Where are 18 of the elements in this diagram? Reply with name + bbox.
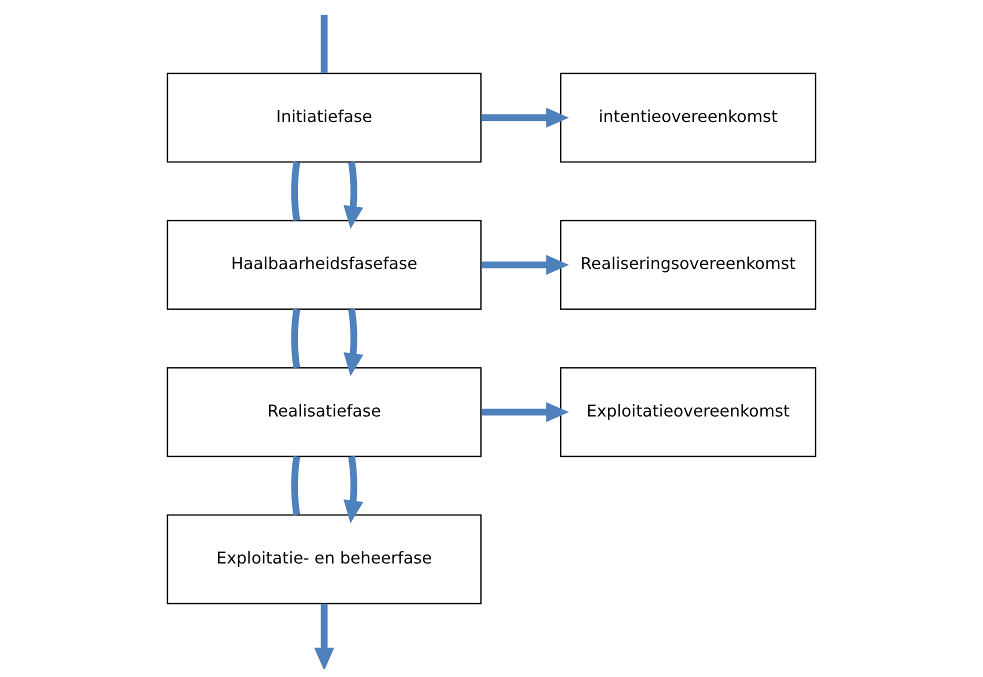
arrow [314,604,334,669]
node-box: Realisatiefase [166,367,482,458]
node-box: Exploitatie- en beheerfase [166,514,482,604]
connector [291,162,300,221]
connector [291,456,300,516]
arrow [481,108,569,128]
connector [291,308,300,368]
arrow [343,308,364,376]
node-box: Exploitatieovereenkomst [560,367,816,458]
arrow [343,162,364,229]
node-box: intentieovereenkomst [560,72,816,163]
node-box: Initiatiefase [166,72,482,163]
connector [320,14,328,74]
arrow [343,456,364,524]
node-box: Realiseringsovereenkomst [560,220,816,310]
arrow [481,254,569,275]
arrow [481,402,569,422]
node-box: Haalbaarheidsfasefase [166,220,482,310]
